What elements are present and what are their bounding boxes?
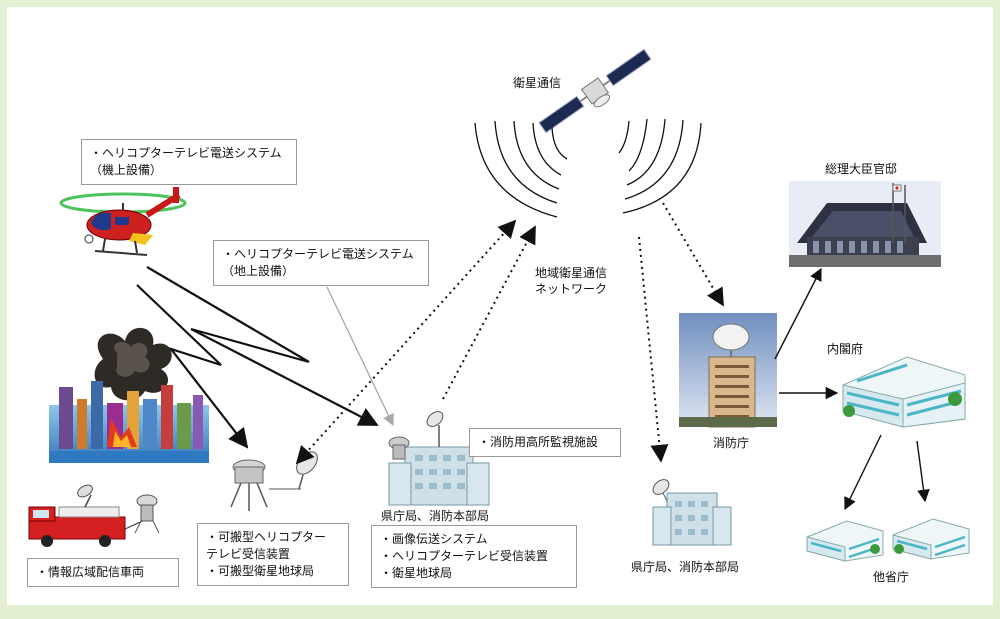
helicopter-icon [59, 187, 187, 256]
pm-office-building-photo [789, 181, 941, 267]
fdma-label: 消防庁 [713, 436, 750, 450]
network-label: 地域衛星通信 ネットワーク [535, 266, 608, 296]
fire-watch-facility-box: ・消防用高所監視施設 [469, 428, 621, 457]
heli-ground-equipment-box: ・ヘリコプターテレビ電送システム （地上設備） [213, 240, 429, 286]
prefecture-center-label: 県庁局、消防本部局 [381, 509, 490, 523]
fdma-building-photo [679, 313, 777, 428]
satellite-icon [538, 48, 652, 134]
satellite-link-dotted-arrows [295, 202, 724, 465]
pm-office-label: 総理大臣官邸 [825, 162, 898, 176]
fire-truck-icon [28, 484, 160, 547]
other-ministries-label: 他省庁 [873, 570, 910, 584]
satellite-label: 衛星通信 [513, 76, 562, 90]
disaster-city-icon [49, 327, 209, 463]
ministry-building-left-icon [806, 520, 884, 562]
prefecture-equipment-box: ・画像伝送システム ・ヘリコプターテレビ受信装置 ・衛星地球局 [371, 525, 577, 588]
diagram-canvas: 衛星通信 地域衛星通信 ネットワーク ・ヘリコプターテレビ電送システム （機上設… [7, 7, 993, 605]
cabinet-office-label: 内閣府 [827, 342, 864, 356]
signal-waves [474, 118, 702, 218]
radio-link-arrows [136, 266, 379, 449]
ministry-building-right-icon [892, 518, 970, 560]
network-arrows [774, 267, 930, 511]
diagram-graphics [28, 48, 970, 562]
broadcast-vehicle-box: ・情報広域配信車両 [27, 558, 179, 587]
portable-station-box: ・可搬型ヘリコプター テレビ受信装置 ・可搬型衛星地球局 [197, 523, 349, 586]
cabinet-office-building-icon [842, 356, 966, 428]
prefecture-building-right-icon [652, 479, 732, 546]
portable-station-icon [230, 451, 318, 511]
heli-air-equipment-box: ・ヘリコプターテレビ電送システム （機上設備） [81, 139, 297, 185]
prefecture-right-label: 県庁局、消防本部局 [631, 560, 740, 574]
